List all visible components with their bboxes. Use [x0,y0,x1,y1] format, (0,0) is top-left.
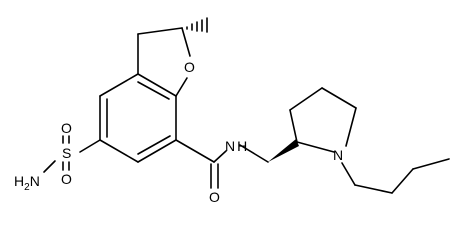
bond [321,87,357,109]
bond-aromatic [99,73,139,97]
bond [175,139,215,163]
bond-aromatic [137,73,177,97]
bond [239,144,269,163]
bonds [43,17,450,194]
bond [175,77,188,97]
hashed-wedge-methyl-bond [186,17,208,33]
sulfonamide-nitrogen-label: H2N [14,173,40,193]
bond-aromatic-double [137,81,170,100]
solid-wedge-bond [268,139,299,162]
bond [289,87,323,111]
bond [289,109,298,143]
sulfur-label: S [62,145,71,161]
bond [181,27,191,57]
bond [296,141,335,153]
bond [43,160,56,173]
sulfonyl-oxygen-top-label: O [61,120,72,136]
pyrrolidine-nitrogen-label: N [333,147,343,163]
bond-aromatic [99,139,139,163]
bond [341,162,356,186]
bond [412,158,450,170]
bond [391,168,414,194]
amide-oxygen-label: O [209,189,220,205]
bond-aromatic [137,139,177,163]
bond [345,107,357,147]
bond [79,139,101,153]
bond [213,150,227,163]
bond-aromatic-double [137,135,171,155]
bond [137,27,183,35]
ring-oxygen-label: O [184,59,195,75]
bond [354,184,393,194]
sulfonyl-oxygen-bottom-label: O [61,171,72,187]
